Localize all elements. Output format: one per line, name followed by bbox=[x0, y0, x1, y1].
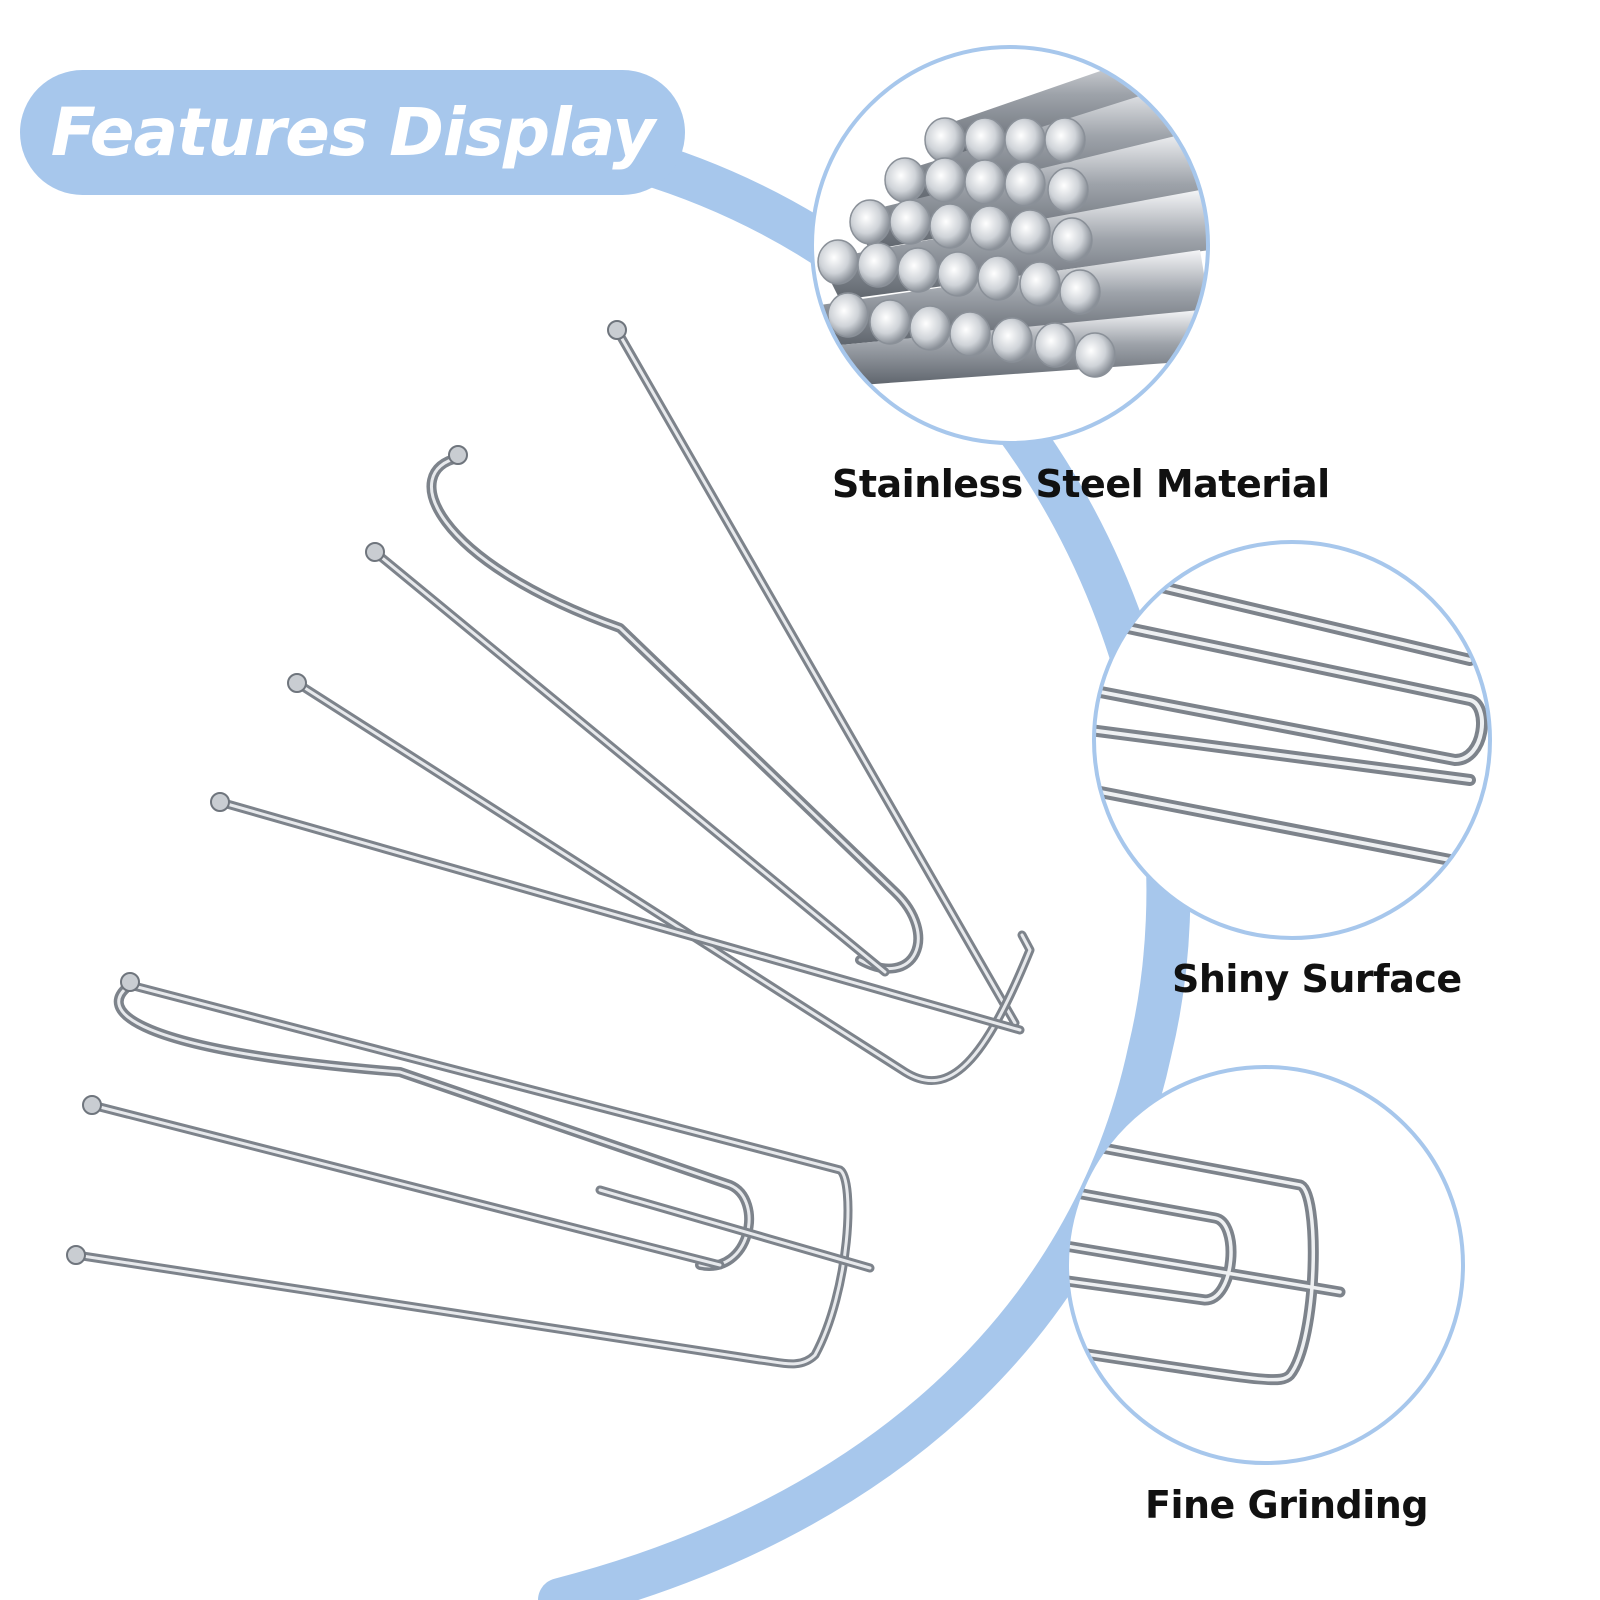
hook-closeup-icon bbox=[1094, 564, 1488, 866]
hook-tip-closeup-icon bbox=[1067, 1134, 1346, 1386]
feature-label-shiny-surface: Shiny Surface bbox=[1172, 957, 1462, 1001]
feature-circle-steel-rods bbox=[810, 45, 1210, 445]
title-banner: Features Display bbox=[20, 70, 685, 195]
feature-label-fine-grinding: Fine Grinding bbox=[1145, 1483, 1429, 1527]
hook-tips bbox=[66, 320, 627, 1265]
steel-rods-bundle-icon bbox=[812, 47, 1208, 443]
feature-label-stainless-steel: Stainless Steel Material bbox=[832, 462, 1330, 506]
curtain-hook-lower bbox=[71, 980, 875, 1369]
curtain-hooks-illustration bbox=[66, 320, 1035, 1369]
curtain-hook-upper bbox=[215, 325, 1035, 1086]
page-title: Features Display bbox=[50, 94, 655, 171]
feature-circle-fine-grinding bbox=[1065, 1065, 1465, 1465]
feature-circle-shiny-surface bbox=[1092, 540, 1492, 940]
